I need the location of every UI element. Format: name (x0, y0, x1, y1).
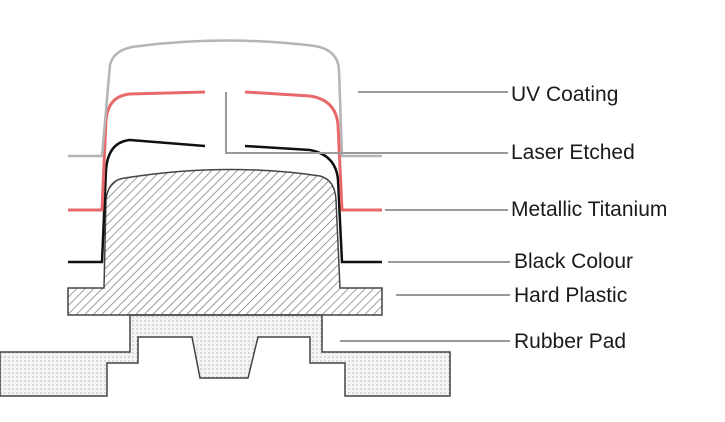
label-rubber-pad: Rubber Pad (514, 330, 626, 353)
label-black-colour: Black Colour (514, 250, 633, 273)
uv-coating-layer (68, 39, 382, 158)
hard-plastic-shape (67, 168, 383, 316)
laser-etched-leader (225, 92, 508, 154)
label-laser-etched: Laser Etched (511, 141, 635, 164)
label-hard-plastic: Hard Plastic (514, 284, 627, 307)
label-uv-coating: UV Coating (511, 83, 618, 106)
label-metallic-titanium: Metallic Titanium (511, 198, 667, 221)
rubber-pad-shape (0, 314, 451, 397)
black-colour-layer (68, 138, 382, 264)
